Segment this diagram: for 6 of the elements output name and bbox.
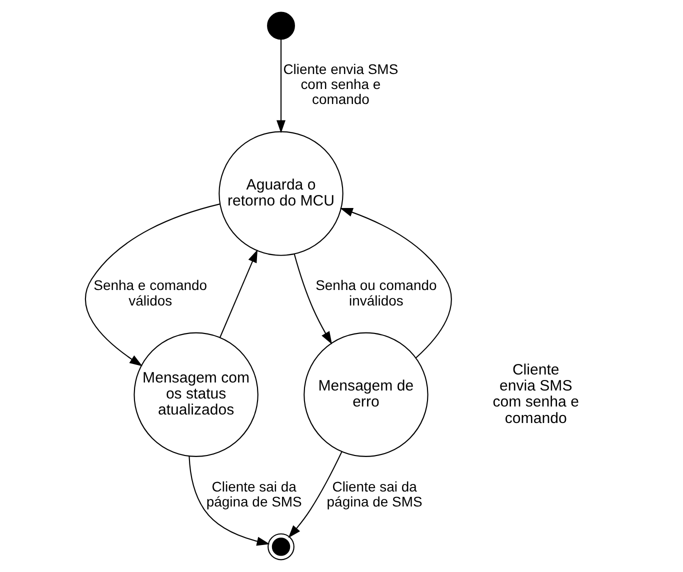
label: Cliente envia SMS com senha e comando — [492, 361, 579, 427]
edge-label: Cliente sai da página de SMS — [206, 478, 302, 510]
edge-label: Cliente sai da página de SMS — [326, 478, 422, 510]
edge-label: Cliente envia SMS com senha e comando — [283, 61, 398, 108]
edge-label: Senha e comando válidos — [94, 277, 208, 308]
edge-label: Senha ou comando inválidos — [316, 277, 437, 308]
